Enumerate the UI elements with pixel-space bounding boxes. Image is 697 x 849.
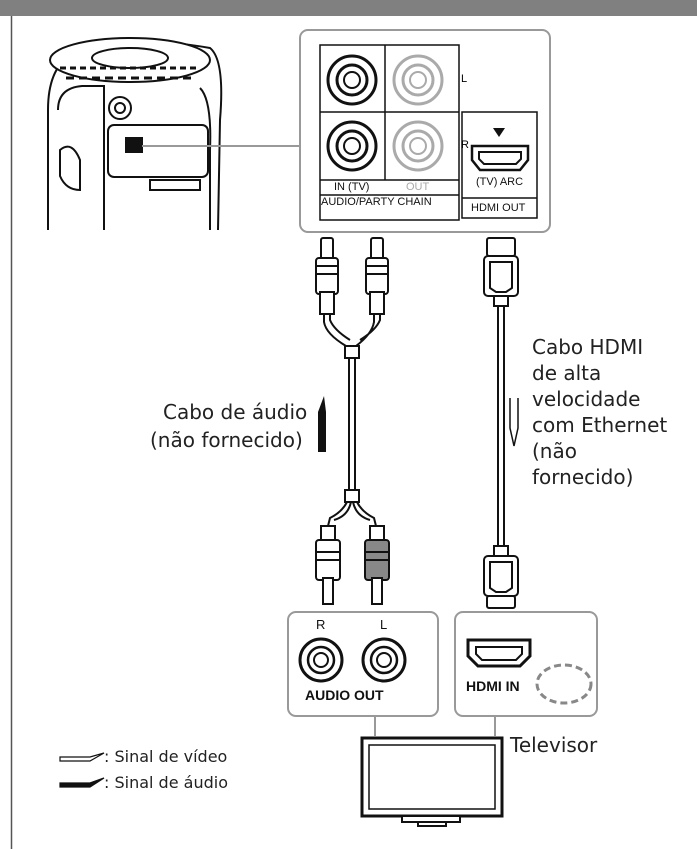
panel-label-r: R bbox=[461, 139, 469, 151]
hdmi-in-port-icon bbox=[466, 638, 532, 668]
legend-audio-arrow-icon bbox=[59, 777, 105, 788]
legend-video-arrow-icon bbox=[59, 752, 105, 762]
in-tv-jack-r bbox=[326, 120, 378, 172]
out-jack-r bbox=[392, 120, 444, 172]
audio-signal-arrow bbox=[318, 396, 326, 452]
tv-audio-r-label: R bbox=[316, 617, 326, 632]
hdmi-cable-label-line3: velocidade bbox=[532, 387, 641, 411]
hdmi-cable bbox=[483, 237, 519, 609]
tv-audio-l-label: L bbox=[380, 617, 388, 632]
tv-audio-jack-r bbox=[298, 637, 344, 683]
video-signal-arrow bbox=[509, 398, 519, 447]
tv-audio-jack-l bbox=[361, 637, 407, 683]
arc-marker-icon bbox=[493, 128, 505, 137]
audio-cable-label-line2: (não fornecido) bbox=[150, 428, 303, 452]
hdmi-out-label: HDMI OUT bbox=[471, 202, 526, 214]
audio-party-chain-label: AUDIO/PARTY CHAIN bbox=[321, 196, 432, 208]
tv-hdmi-in-box bbox=[454, 611, 598, 736]
hdmi-out-port-icon bbox=[470, 144, 530, 172]
rear-panel bbox=[299, 29, 551, 233]
tv-icon bbox=[360, 736, 504, 827]
audio-cable bbox=[315, 237, 390, 605]
legend-audio-label: : Sinal de áudio bbox=[104, 773, 228, 792]
panel-label-l: L bbox=[461, 73, 468, 85]
hdmi-in-label: HDMI IN bbox=[466, 678, 520, 694]
arc-indicator-circle bbox=[535, 663, 593, 705]
televisor-label: Televisor bbox=[510, 733, 598, 757]
out-jack-l bbox=[392, 54, 444, 106]
out-label: OUT bbox=[406, 181, 430, 193]
legend-video-label: : Sinal de vídeo bbox=[104, 747, 228, 766]
in-tv-label: IN (TV) bbox=[334, 181, 370, 193]
hdmi-cable-label-line5: (não bbox=[532, 439, 577, 463]
hdmi-cable-label-line6: fornecido) bbox=[532, 465, 634, 489]
hdmi-cable-label-line4: com Ethernet bbox=[532, 413, 668, 437]
hdmi-cable-label-line1: Cabo HDMI bbox=[532, 335, 644, 359]
audio-out-label: AUDIO OUT bbox=[305, 687, 384, 703]
tv-audio-out-box bbox=[287, 611, 439, 736]
tv-arc-label: (TV) ARC bbox=[476, 176, 524, 188]
in-tv-jack-l bbox=[326, 54, 378, 106]
audio-cable-label-line1: Cabo de áudio bbox=[163, 400, 308, 424]
hdmi-cable-label-line2: de alta bbox=[532, 361, 602, 385]
header-bar bbox=[0, 0, 697, 16]
speaker-illustration bbox=[47, 37, 223, 231]
